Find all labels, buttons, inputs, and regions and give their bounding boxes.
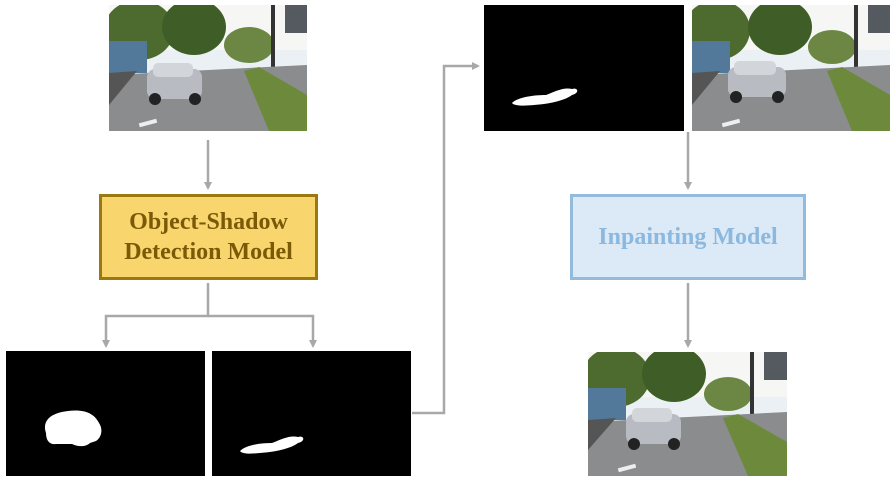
shadow-mask-icon bbox=[212, 351, 411, 476]
inpainting-model-box: Inpainting Model bbox=[570, 194, 806, 280]
inpaint-input-photo bbox=[692, 5, 890, 131]
input-photo bbox=[109, 5, 307, 131]
shadow-mask bbox=[212, 351, 411, 476]
car-mask-icon bbox=[6, 351, 205, 476]
inpaint-input-shadow-mask bbox=[484, 5, 684, 131]
inpainting-box-label: Inpainting Model bbox=[598, 223, 778, 250]
shadow-mask-icon bbox=[484, 5, 684, 131]
street-scene-with-car-icon bbox=[692, 5, 890, 131]
object-mask bbox=[6, 351, 205, 476]
arrow-detection-to-shadow-mask bbox=[208, 314, 317, 348]
arrow-detection-split bbox=[102, 283, 210, 348]
arrow-shadow-to-inpaint-input bbox=[412, 62, 480, 415]
object-shadow-detection-model-box: Object-Shadow Detection Model bbox=[99, 194, 318, 280]
street-scene-with-car-icon bbox=[109, 5, 307, 131]
detection-box-line1: Object-Shadow bbox=[129, 209, 288, 235]
output-photo bbox=[588, 352, 787, 476]
street-scene-car-without-shadow-icon bbox=[588, 352, 787, 476]
detection-box-line2: Detection Model bbox=[124, 239, 293, 265]
